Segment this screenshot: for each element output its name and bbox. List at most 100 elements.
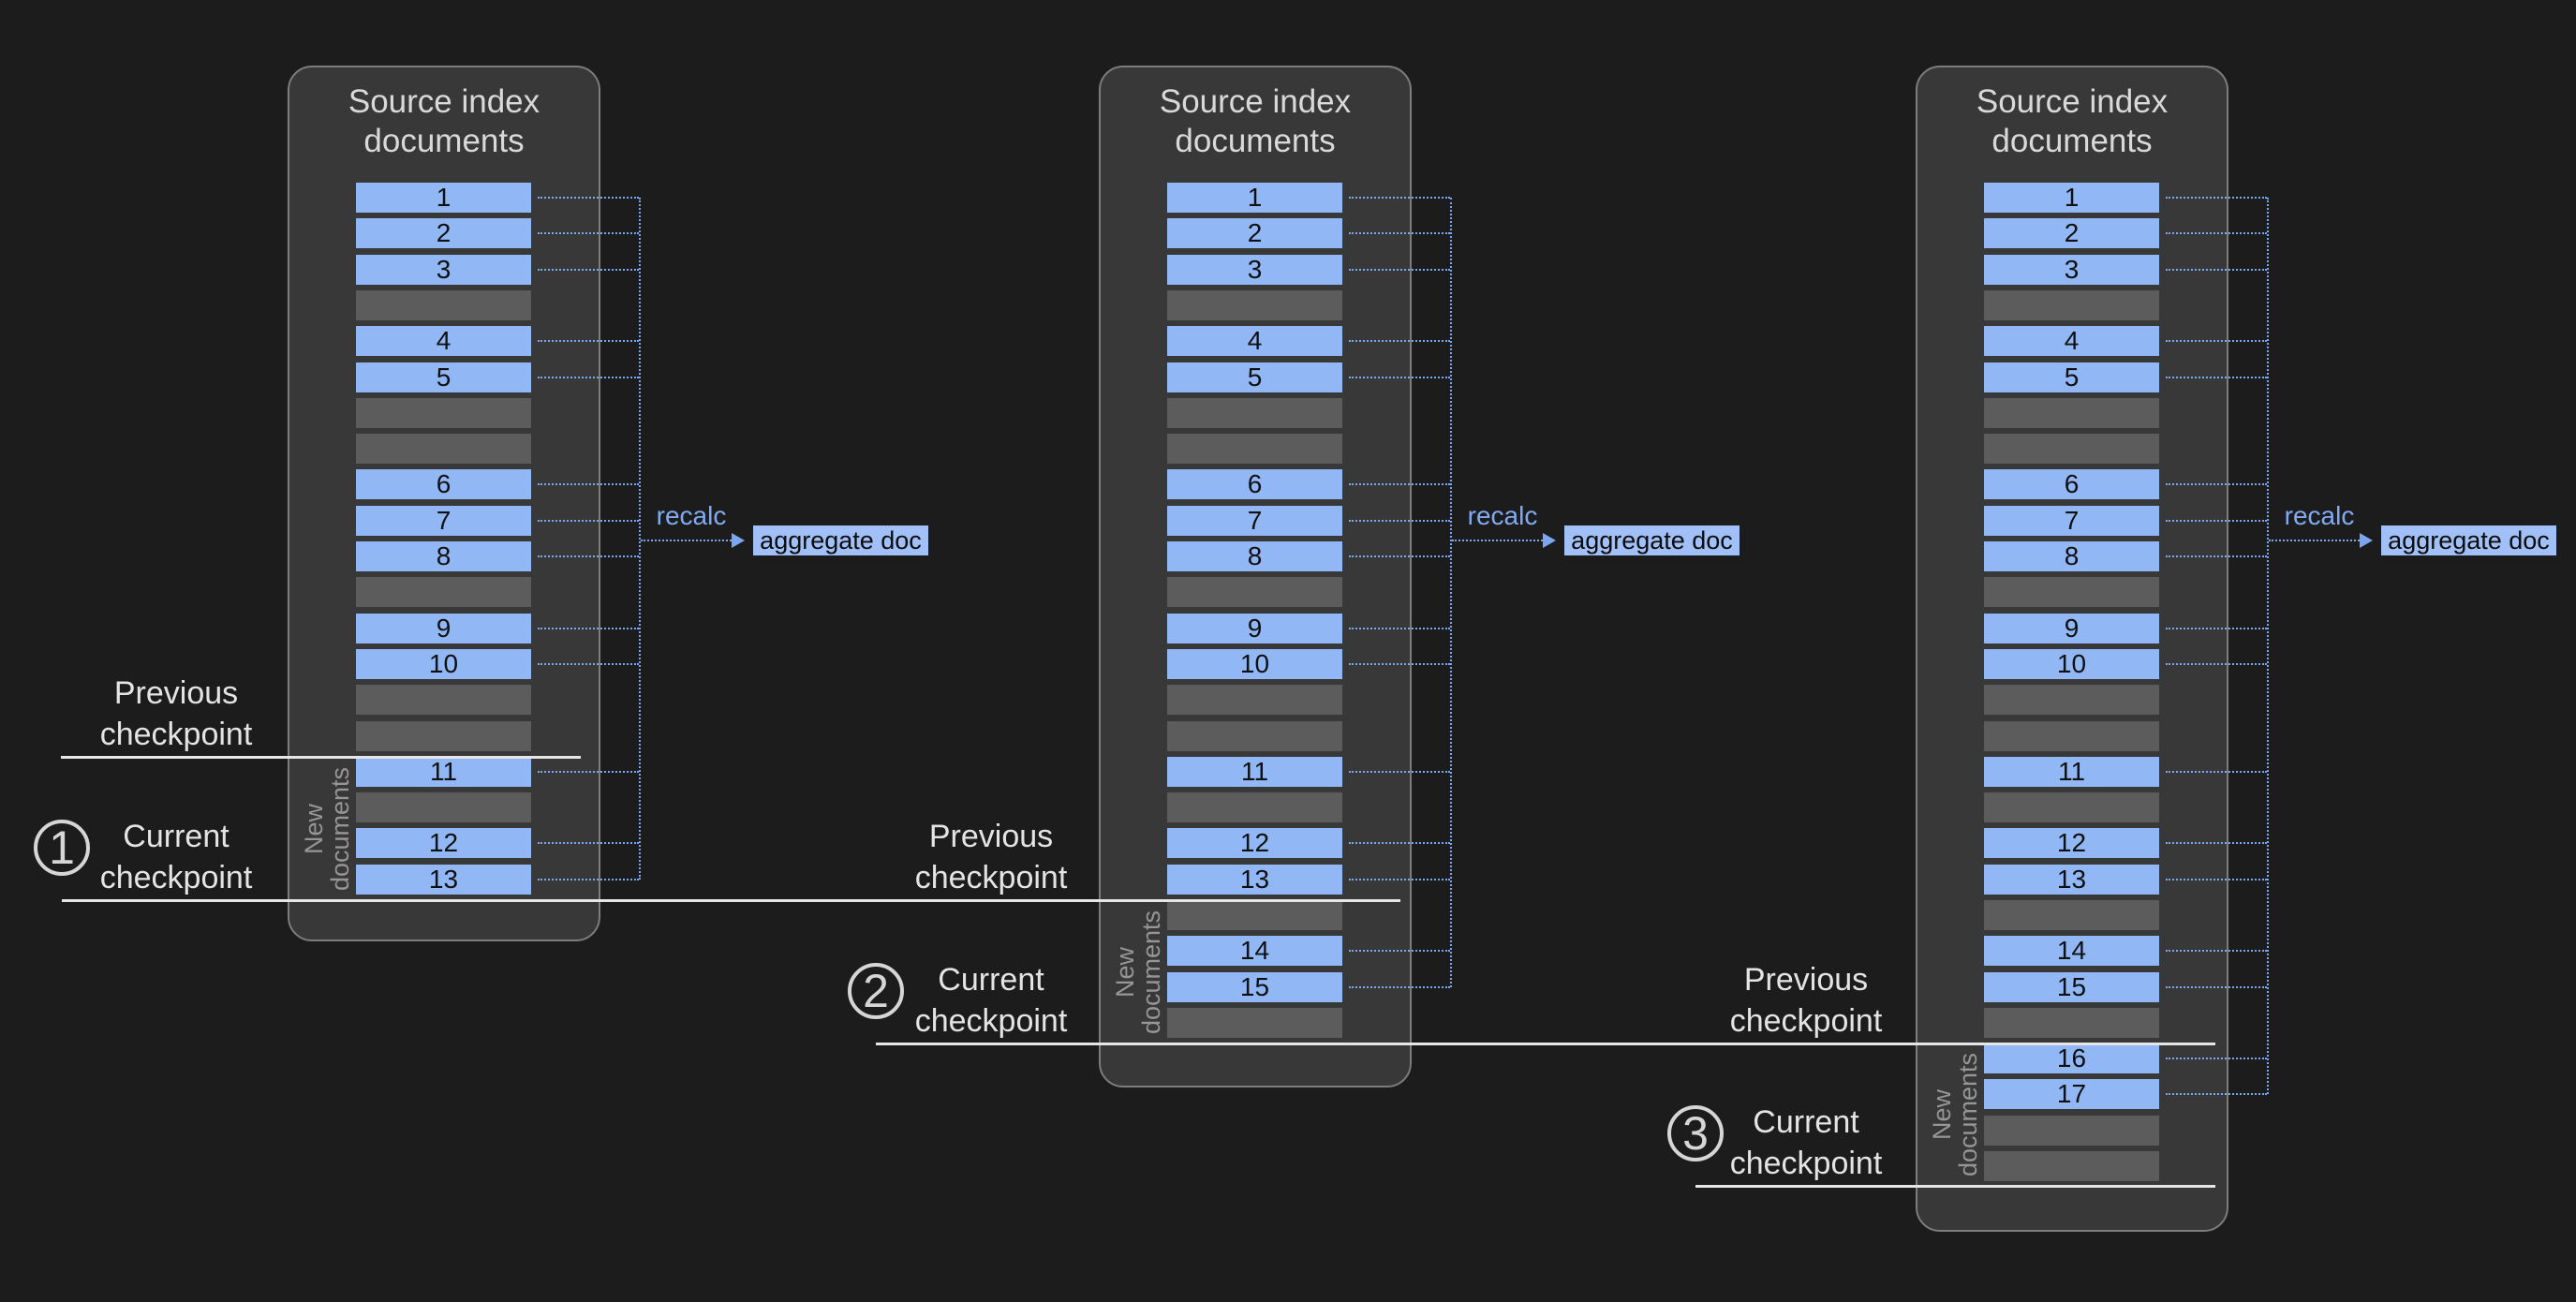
- connector-stub: [538, 555, 639, 557]
- connector-stub: [2166, 1058, 2267, 1059]
- connector-stub: [538, 520, 639, 522]
- checkpoint-line: [876, 1043, 2215, 1045]
- document-bar: 6: [1984, 469, 2159, 499]
- connector-stub: [2166, 483, 2267, 485]
- document-bar: 8: [356, 541, 531, 571]
- new-documents-label: New documents: [300, 766, 354, 891]
- gap-bar: [1984, 685, 2159, 715]
- document-bar: 3: [1167, 255, 1342, 285]
- document-bar: 16: [1984, 1043, 2159, 1073]
- document-bar: 1: [1984, 183, 2159, 213]
- connector-stub: [2166, 842, 2267, 844]
- document-bar: 8: [1167, 541, 1342, 571]
- current-checkpoint-label: Current checkpoint: [914, 962, 1068, 1039]
- document-bar: 6: [1167, 469, 1342, 499]
- document-bar: 14: [1984, 936, 2159, 966]
- connector-stub: [538, 197, 639, 199]
- document-bar: 9: [356, 614, 531, 644]
- checkpoint-line: [1695, 1185, 2215, 1188]
- document-bar: 10: [356, 649, 531, 679]
- document-bar: 3: [356, 255, 531, 285]
- recalc-arrow: [2269, 540, 2360, 541]
- gap-bar: [1984, 290, 2159, 320]
- gap-bar: [356, 577, 531, 607]
- new-documents-label: New documents: [1928, 1052, 1982, 1177]
- panel-title: Source index documents: [1159, 83, 1352, 159]
- gap-bar: [1984, 900, 2159, 930]
- checkpoint-badge: 3: [1667, 1105, 1724, 1161]
- gap-bar: [1167, 434, 1342, 464]
- gap-bar: [1167, 290, 1342, 320]
- connector-stub: [2166, 986, 2267, 988]
- gap-bar: [1167, 577, 1342, 607]
- connector-stub: [1349, 771, 1450, 773]
- connector-stub: [2166, 197, 2267, 199]
- connector-stub: [538, 269, 639, 271]
- gap-bar: [1167, 721, 1342, 751]
- document-bar: 6: [356, 469, 531, 499]
- document-bar: 4: [1984, 326, 2159, 356]
- gap-bar: [356, 434, 531, 464]
- recalc-arrowhead: [732, 533, 745, 548]
- document-bar: 4: [1167, 326, 1342, 356]
- document-bar: 3: [1984, 255, 2159, 285]
- checkpoint-line: [62, 899, 1400, 902]
- connector-stub: [538, 340, 639, 342]
- document-bar: 7: [1984, 506, 2159, 536]
- checkpoint-line: [61, 756, 581, 759]
- recalc-label: recalc: [2284, 501, 2355, 530]
- panel-title: Source index documents: [348, 83, 540, 159]
- gap-bar: [1984, 398, 2159, 428]
- document-bar: 12: [356, 828, 531, 858]
- document-bar: 2: [356, 218, 531, 248]
- checkpoint-badge: 1: [34, 820, 90, 876]
- gap-bar: [1167, 685, 1342, 715]
- collector-line: [1450, 198, 1452, 987]
- gap-bar: [1984, 1116, 2159, 1146]
- document-bar: 11: [1984, 757, 2159, 787]
- document-bar: 5: [1984, 362, 2159, 392]
- connector-stub: [1349, 628, 1450, 629]
- current-checkpoint-label: Current checkpoint: [99, 819, 253, 895]
- connector-stub: [1349, 377, 1450, 378]
- document-bar: 15: [1167, 972, 1342, 1002]
- connector-stub: [538, 232, 639, 234]
- gap-bar: [1984, 792, 2159, 822]
- document-bar: 13: [356, 865, 531, 895]
- connector-stub: [1349, 986, 1450, 988]
- document-bar: 12: [1984, 828, 2159, 858]
- connector-stub: [1349, 197, 1450, 199]
- connector-stub: [538, 377, 639, 378]
- connector-stub: [1349, 842, 1450, 844]
- checkpoint-badge: 2: [848, 963, 904, 1019]
- collector-line: [639, 198, 641, 880]
- document-bar: 2: [1167, 218, 1342, 248]
- connector-stub: [538, 663, 639, 665]
- document-bar: 1: [356, 183, 531, 213]
- recalc-arrow: [641, 540, 732, 541]
- connector-stub: [1349, 232, 1450, 234]
- collector-line: [2267, 198, 2269, 1094]
- document-bar: 10: [1167, 649, 1342, 679]
- gap-bar: [356, 290, 531, 320]
- document-bar: 14: [1167, 936, 1342, 966]
- recalc-arrow: [1452, 540, 1543, 541]
- document-bar: 7: [356, 506, 531, 536]
- connector-stub: [538, 628, 639, 629]
- connector-stub: [1349, 269, 1450, 271]
- document-bar: 5: [356, 362, 531, 392]
- connector-stub: [1349, 879, 1450, 880]
- recalc-label: recalc: [656, 501, 727, 530]
- connector-stub: [1349, 950, 1450, 952]
- gap-bar: [1167, 1008, 1342, 1038]
- connector-stub: [2166, 879, 2267, 880]
- connector-stub: [2166, 232, 2267, 234]
- aggregate-doc-box: aggregate doc: [753, 525, 928, 555]
- document-bar: 15: [1984, 972, 2159, 1002]
- previous-checkpoint-label: Previous checkpoint: [99, 675, 253, 752]
- previous-checkpoint-label: Previous checkpoint: [1729, 962, 1883, 1039]
- gap-bar: [356, 685, 531, 715]
- connector-stub: [2166, 520, 2267, 522]
- connector-stub: [538, 771, 639, 773]
- connector-stub: [2166, 269, 2267, 271]
